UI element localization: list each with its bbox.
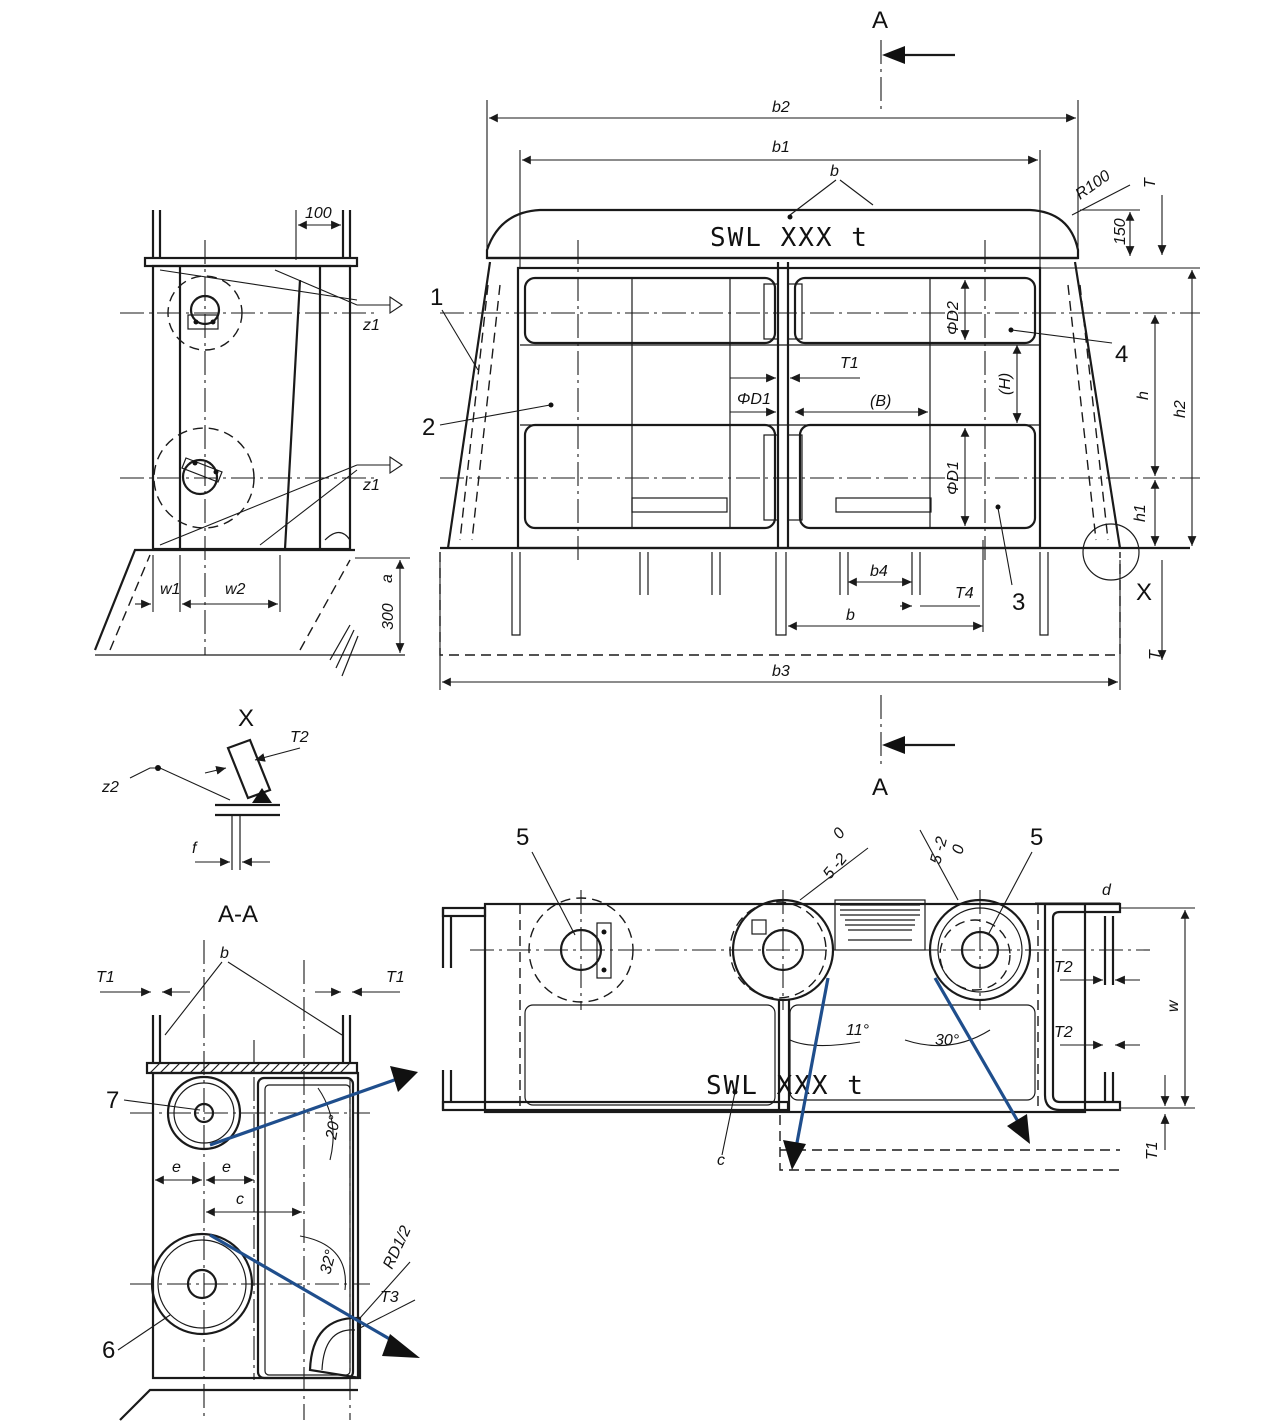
note-b-front: b xyxy=(830,163,839,180)
dim-r100: R100 xyxy=(1073,167,1114,203)
part-5-left: 5 xyxy=(516,824,529,851)
dim-f: f xyxy=(192,840,198,857)
part-7: 7 xyxy=(106,1087,119,1114)
dim-e-right: e xyxy=(222,1159,231,1176)
note-a: a xyxy=(379,574,396,583)
dim-t-right: T xyxy=(1142,177,1159,188)
part-1: 1 xyxy=(430,284,443,311)
detail-x-marker: X xyxy=(1136,579,1152,606)
note-d: d xyxy=(1102,882,1112,899)
dim-b3: b3 xyxy=(772,663,790,680)
tol-right: 5 -2 xyxy=(927,835,951,866)
detail-x-title: X xyxy=(238,705,254,732)
dim-h-paren: (H) xyxy=(997,373,1014,395)
plan-t1: T1 xyxy=(1144,1141,1161,1160)
dim-h1: h1 xyxy=(1132,504,1149,522)
dim-t4: T4 xyxy=(955,585,974,602)
section-title: A-A xyxy=(218,901,258,928)
note-c: c xyxy=(717,1152,725,1169)
note-b-section: b xyxy=(220,945,229,962)
plan-view: SWL XXX t c d 5 5 5 -2 0 5 -2 0 11° 30° … xyxy=(441,824,1195,1171)
dim-d2: ΦD2 xyxy=(945,301,962,335)
section-letter-bottom: A xyxy=(872,774,888,801)
weld-z2: z2 xyxy=(101,779,119,796)
dim-d1: ΦD1 xyxy=(737,391,771,408)
section-a-a: A-A b T1 T1 xyxy=(96,901,416,1421)
dim-300: 300 xyxy=(380,603,397,630)
dim-100: 100 xyxy=(305,205,332,222)
plan-t2-bot: T2 xyxy=(1054,1024,1073,1041)
dim-h2: h2 xyxy=(1172,400,1189,418)
part-6: 6 xyxy=(102,1337,115,1364)
weld-z1-top: z1 xyxy=(362,317,380,334)
angle-11: 11° xyxy=(846,1022,870,1039)
dim-h: h xyxy=(1135,391,1152,400)
swl-label-front: SWL XXX t xyxy=(710,223,869,253)
rope-arrows-plan xyxy=(783,977,1030,1170)
plan-t2-top: T2 xyxy=(1054,959,1073,976)
dim-b: b xyxy=(846,607,855,624)
front-view: SWL XXX t b xyxy=(439,163,1200,656)
section-letter-top: A xyxy=(872,7,888,34)
part-5-right: 5 xyxy=(1030,824,1043,851)
section-marker-bottom: A xyxy=(872,695,955,801)
detail-x: X f T2 z2 xyxy=(101,705,309,870)
dim-w2: w2 xyxy=(225,581,246,598)
dim-rd: RD1/2 xyxy=(380,1223,415,1271)
rope-arrows-section xyxy=(209,1066,420,1358)
weld-z1-bottom: z1 xyxy=(362,477,380,494)
dim-150: 150 xyxy=(1112,218,1129,245)
dim-b2: b2 xyxy=(772,99,790,116)
part-callouts-front: 1 2 3 4 X xyxy=(422,284,1152,616)
dim-t1-section-right: T1 xyxy=(386,969,405,986)
dim-angle-20: 20° xyxy=(323,1113,344,1141)
dim-d1-right: ΦD1 xyxy=(945,461,962,495)
dim-t1: T1 xyxy=(840,355,859,372)
dim-t2-detail: T2 xyxy=(290,729,309,746)
dim-c: c xyxy=(236,1191,244,1208)
part-3: 3 xyxy=(1012,589,1025,616)
dim-w: w xyxy=(1165,999,1182,1012)
front-dimensions: b2 b1 b3 R100 T 150 h2 h h1 T ΦD2 xyxy=(439,99,1200,690)
dim-e-left: e xyxy=(172,1159,181,1176)
dim-b-paren: (B) xyxy=(870,393,891,410)
part-4: 4 xyxy=(1115,341,1128,368)
dim-t-bottom: T xyxy=(1147,649,1164,660)
dim-t3: T3 xyxy=(380,1289,399,1306)
side-view: 100 z1 z1 w1 w2 300 a xyxy=(93,205,410,677)
tol-left: 5 -2 xyxy=(820,850,851,882)
tol-right-zero: 0 xyxy=(949,843,968,856)
dim-angle-32: 32° xyxy=(317,1248,340,1276)
swl-label-plan: SWL XXX t xyxy=(706,1071,865,1101)
dim-b4: b4 xyxy=(870,563,888,580)
section-marker-top: A xyxy=(872,7,955,110)
angle-30: 30° xyxy=(935,1032,960,1049)
dim-w1: w1 xyxy=(160,581,180,598)
dim-b1: b1 xyxy=(772,139,790,156)
part-2: 2 xyxy=(422,414,435,441)
tol-left-zero: 0 xyxy=(830,825,849,843)
dim-t1-section-left: T1 xyxy=(96,969,115,986)
